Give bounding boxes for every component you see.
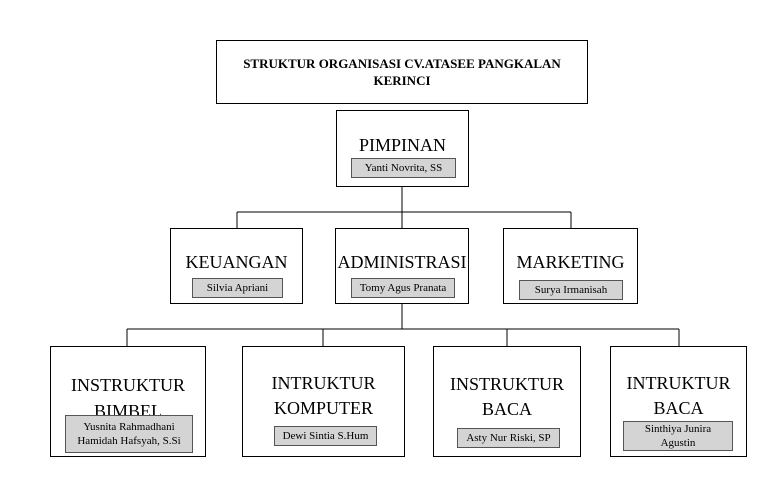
node-intruktur-komputer-name: Dewi Sintia S.Hum xyxy=(274,426,377,446)
node-administrasi-role: ADMINISTRASI xyxy=(337,252,467,272)
node-pimpinan-name: Yanti Novrita, SS xyxy=(351,158,456,178)
node-intruktur-baca-role: INTRUKTUR BACA xyxy=(626,373,731,418)
node-instruktur-bimbel-name: Yusnita Rahmadhani Hamidah Hafsyah, S.Si xyxy=(65,415,193,453)
node-administrasi: ADMINISTRASI Tomy Agus Pranata xyxy=(335,228,469,304)
chart-title: STRUKTUR ORGANISASI CV.ATASEE PANGKALAN … xyxy=(216,40,588,104)
node-keuangan-role: KEUANGAN xyxy=(185,252,288,272)
node-pimpinan: PIMPINAN Yanti Novrita, SS xyxy=(336,110,469,187)
node-instruktur-baca: INSTRUKTUR BACA Asty Nur Riski, SP xyxy=(433,346,581,457)
node-marketing: MARKETING Surya Irmanisah xyxy=(503,228,638,304)
node-administrasi-name: Tomy Agus Pranata xyxy=(351,278,455,298)
node-marketing-name: Surya Irmanisah xyxy=(519,280,623,300)
node-intruktur-komputer-role: INTRUKTUR KOMPUTER xyxy=(271,373,376,418)
node-pimpinan-role: PIMPINAN xyxy=(358,135,446,155)
node-instruktur-baca-name: Asty Nur Riski, SP xyxy=(457,428,560,448)
chart-title-text: STRUKTUR ORGANISASI CV.ATASEE PANGKALAN … xyxy=(243,56,561,88)
node-instruktur-bimbel: INSTRUKTUR BIMBEL Yusnita Rahmadhani Ham… xyxy=(50,346,206,457)
node-instruktur-baca-role: INSTRUKTUR BACA xyxy=(449,374,564,419)
node-intruktur-baca: INTRUKTUR BACA Sinthiya Junira Agustin xyxy=(610,346,747,457)
node-keuangan-name: Silvia Apriani xyxy=(192,278,283,298)
node-intruktur-baca-name: Sinthiya Junira Agustin xyxy=(623,421,733,451)
node-intruktur-komputer: INTRUKTUR KOMPUTER Dewi Sintia S.Hum xyxy=(242,346,405,457)
node-marketing-role: MARKETING xyxy=(516,252,625,272)
node-keuangan: KEUANGAN Silvia Apriani xyxy=(170,228,303,304)
